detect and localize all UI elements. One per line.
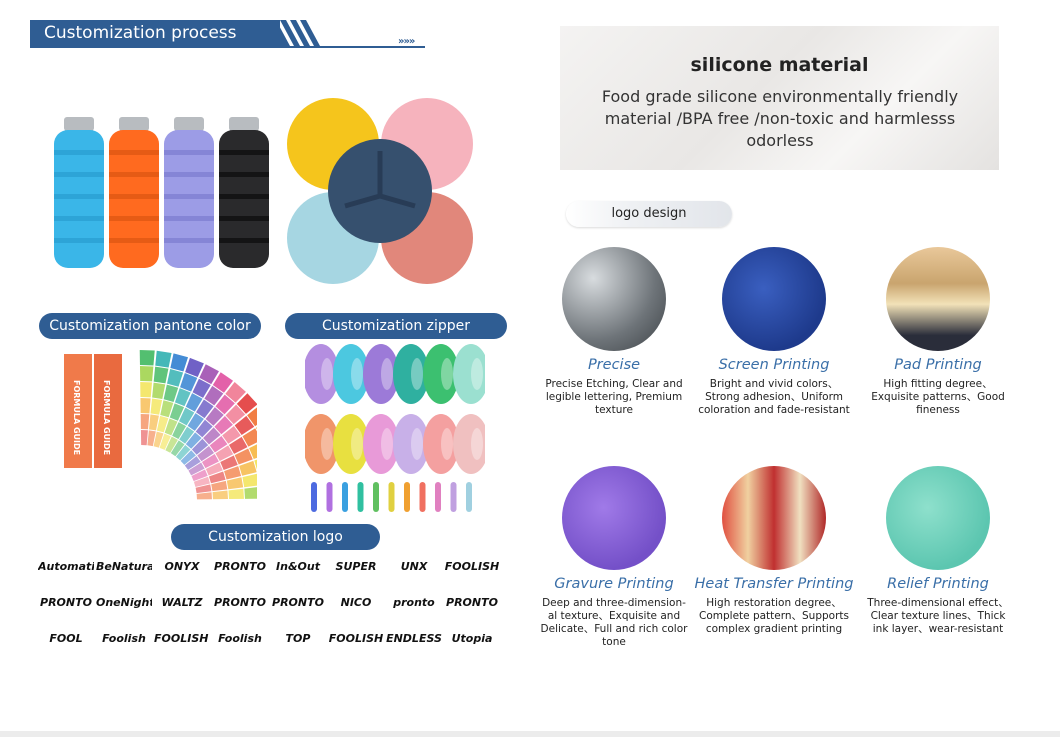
zipper-pill: Customization zipper <box>285 313 507 339</box>
header-stripes <box>262 20 320 46</box>
brand-logo: Automatic <box>38 560 94 573</box>
process-title: Precise <box>587 357 641 373</box>
process-title: Heat Transfer Printing <box>694 576 854 592</box>
logo-design-pill: logo design <box>566 201 732 227</box>
process-description: High fitting degree、Exquisite patterns、G… <box>871 378 1005 416</box>
bottle-orange <box>109 117 159 268</box>
bottle-black <box>219 117 269 268</box>
process-image <box>722 466 826 570</box>
bottom-bar <box>0 731 1060 737</box>
zipper-colors-image <box>305 344 485 512</box>
header-underline <box>30 46 425 48</box>
brand-logo: PRONTO <box>272 596 324 609</box>
process-image <box>562 247 666 351</box>
brand-logo: PRONTO <box>40 596 92 609</box>
process-image <box>886 247 990 351</box>
material-title: silicone material <box>690 54 869 76</box>
bottle-blue <box>54 117 104 268</box>
brand-logo: In&Out <box>276 560 320 573</box>
silicone-bottles-image <box>54 117 269 268</box>
brand-logo: WALTZ <box>161 596 203 609</box>
section-header: Customization process »»» <box>30 18 425 50</box>
process-image <box>886 466 990 570</box>
process-image <box>722 247 826 351</box>
formula-guide-label-2: FORMULA GUIDE <box>102 380 111 455</box>
brand-logo: UNX <box>400 560 428 573</box>
brand-logo: pronto <box>393 596 435 609</box>
brand-logo: SUPER <box>335 560 377 573</box>
process-image <box>562 466 666 570</box>
logo-pill: Customization logo <box>171 524 380 550</box>
formula-guide-label-1: FORMULA GUIDE <box>72 380 81 455</box>
process-description: Deep and three-dimension-al texture、Exqu… <box>540 597 688 648</box>
brand-logo: BeNatural <box>96 560 152 573</box>
brand-logo: FOOL <box>49 632 83 645</box>
process-title: Pad Printing <box>894 357 982 373</box>
process-description: Bright and vivid colors、Strong adhesion、… <box>698 378 850 416</box>
brand-logo: NICO <box>340 596 372 609</box>
material-description: Food grade silicone environmentally frie… <box>601 87 959 150</box>
bottle-lavender <box>164 117 214 268</box>
brand-logo: Foolish <box>218 632 262 645</box>
pantone-color-fan-image: FORMULA GUIDE FORMULA GUIDE <box>64 350 257 500</box>
brand-logo: Utopia <box>451 632 493 645</box>
brand-logo: PRONTO <box>214 560 266 573</box>
brand-logo: ENDLESS <box>386 632 442 645</box>
brand-logos: AutomaticBeNatural ONYX PRONTO In&Out SUPER U… <box>38 560 500 660</box>
process-title: Relief Printing <box>887 576 989 592</box>
brand-logo: TOP <box>285 632 311 645</box>
brand-logo: Foolish <box>102 632 146 645</box>
process-description: Three-dimensional effect、Clear texture l… <box>867 597 1009 635</box>
brand-logo: OneNights <box>96 596 152 609</box>
silicone-plates-image <box>287 98 473 284</box>
brand-logo: PRONTO <box>214 596 266 609</box>
header-title: Customization process <box>44 23 237 43</box>
process-title: Screen Printing <box>718 357 830 373</box>
process-title: Gravure Printing <box>554 576 674 592</box>
header-bar <box>30 20 280 46</box>
pantone-pill: Customization pantone color <box>39 313 261 339</box>
brand-logo: FOOLISH TEAM <box>154 632 210 645</box>
process-description: High restoration degree、Complete pattern… <box>699 597 849 635</box>
material-banner: silicone material Food grade silicone en… <box>560 26 999 170</box>
brand-logo: ONYX <box>164 560 200 573</box>
process-description: Precise Etching, Clear and legible lette… <box>545 378 683 416</box>
arrows-icon: »»» <box>398 36 415 47</box>
brand-logo: PRONTO <box>446 596 498 609</box>
brand-logo: FOOLISH <box>328 632 384 645</box>
brand-logo: FOOLISH <box>444 560 500 573</box>
